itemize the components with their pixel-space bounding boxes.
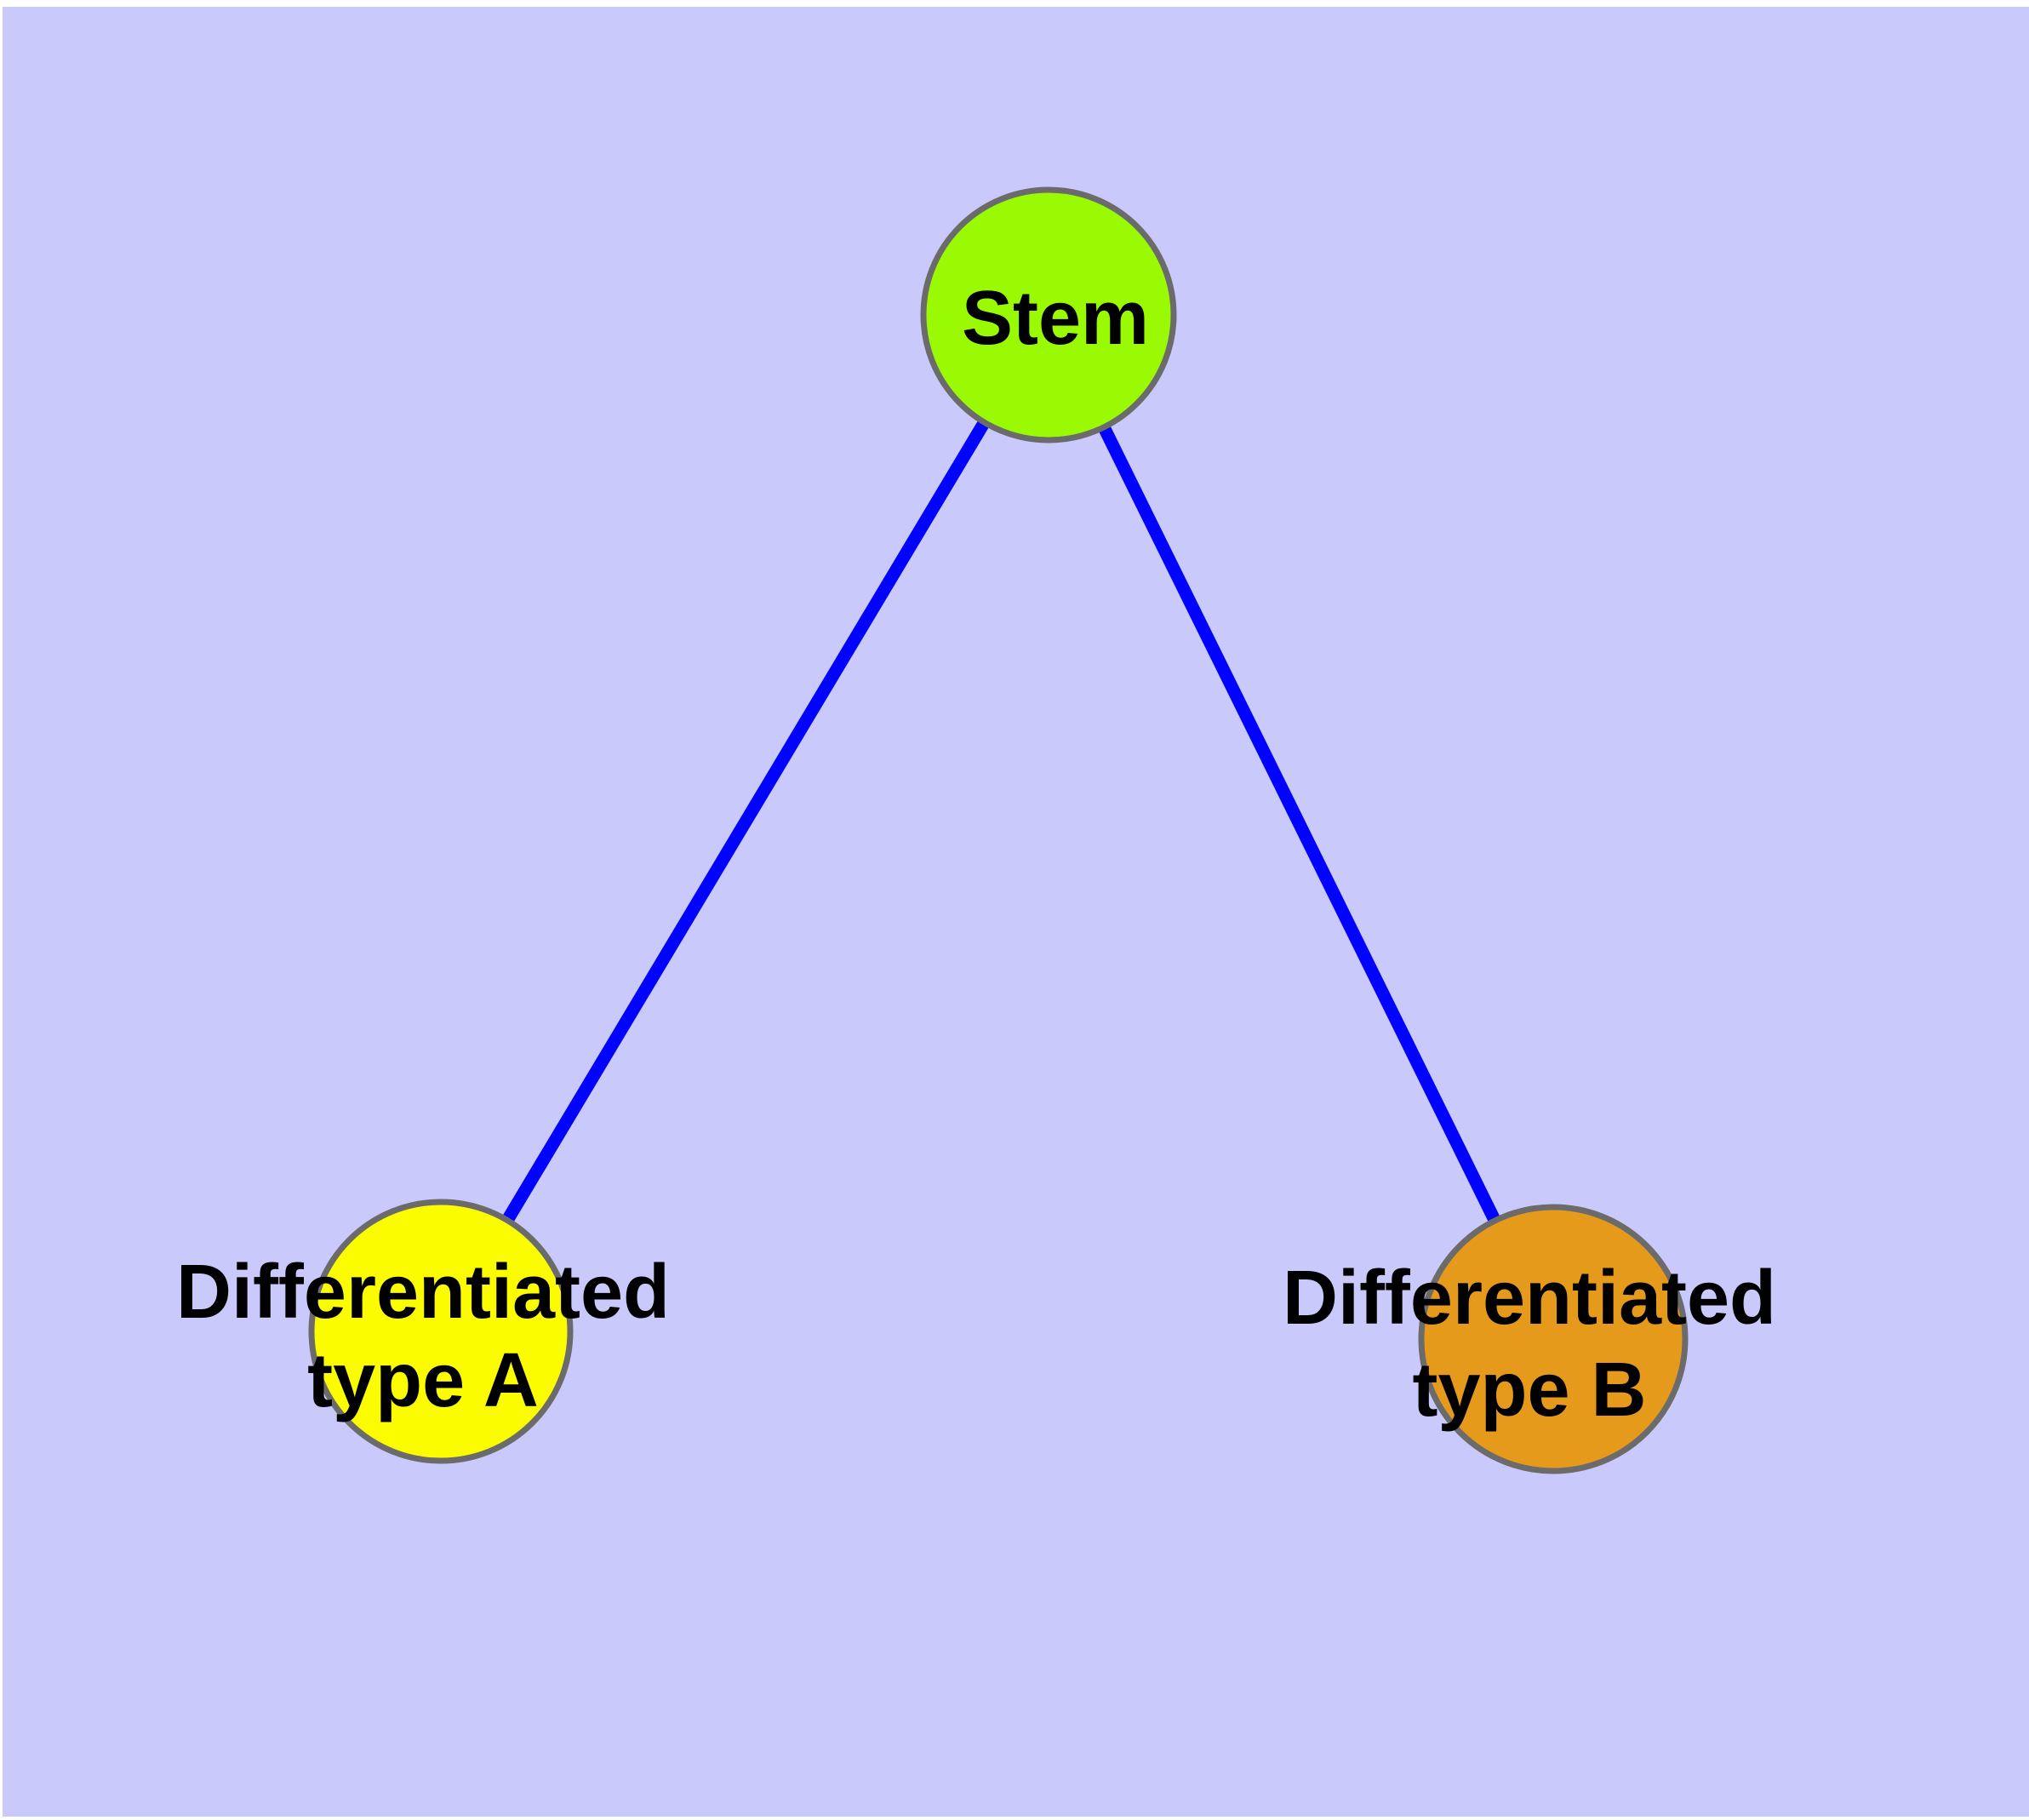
node-type-b-label-line1: Differentiated (1283, 1256, 1776, 1341)
node-type-a-label-line1: Differentiated (176, 1250, 670, 1335)
node-stem-circle (920, 186, 1177, 444)
node-stem-label: Stem (962, 276, 1149, 361)
node-type-b-label-line2: type B (1412, 1348, 1646, 1433)
edge-stem-to-type-a (435, 312, 1055, 1335)
node-type-a-circle (308, 1199, 574, 1464)
edge-stem-to-type-b (1043, 312, 1559, 1342)
node-type-b-circle (1418, 1204, 1689, 1474)
node-type-a-label-line2: type A (307, 1338, 539, 1423)
